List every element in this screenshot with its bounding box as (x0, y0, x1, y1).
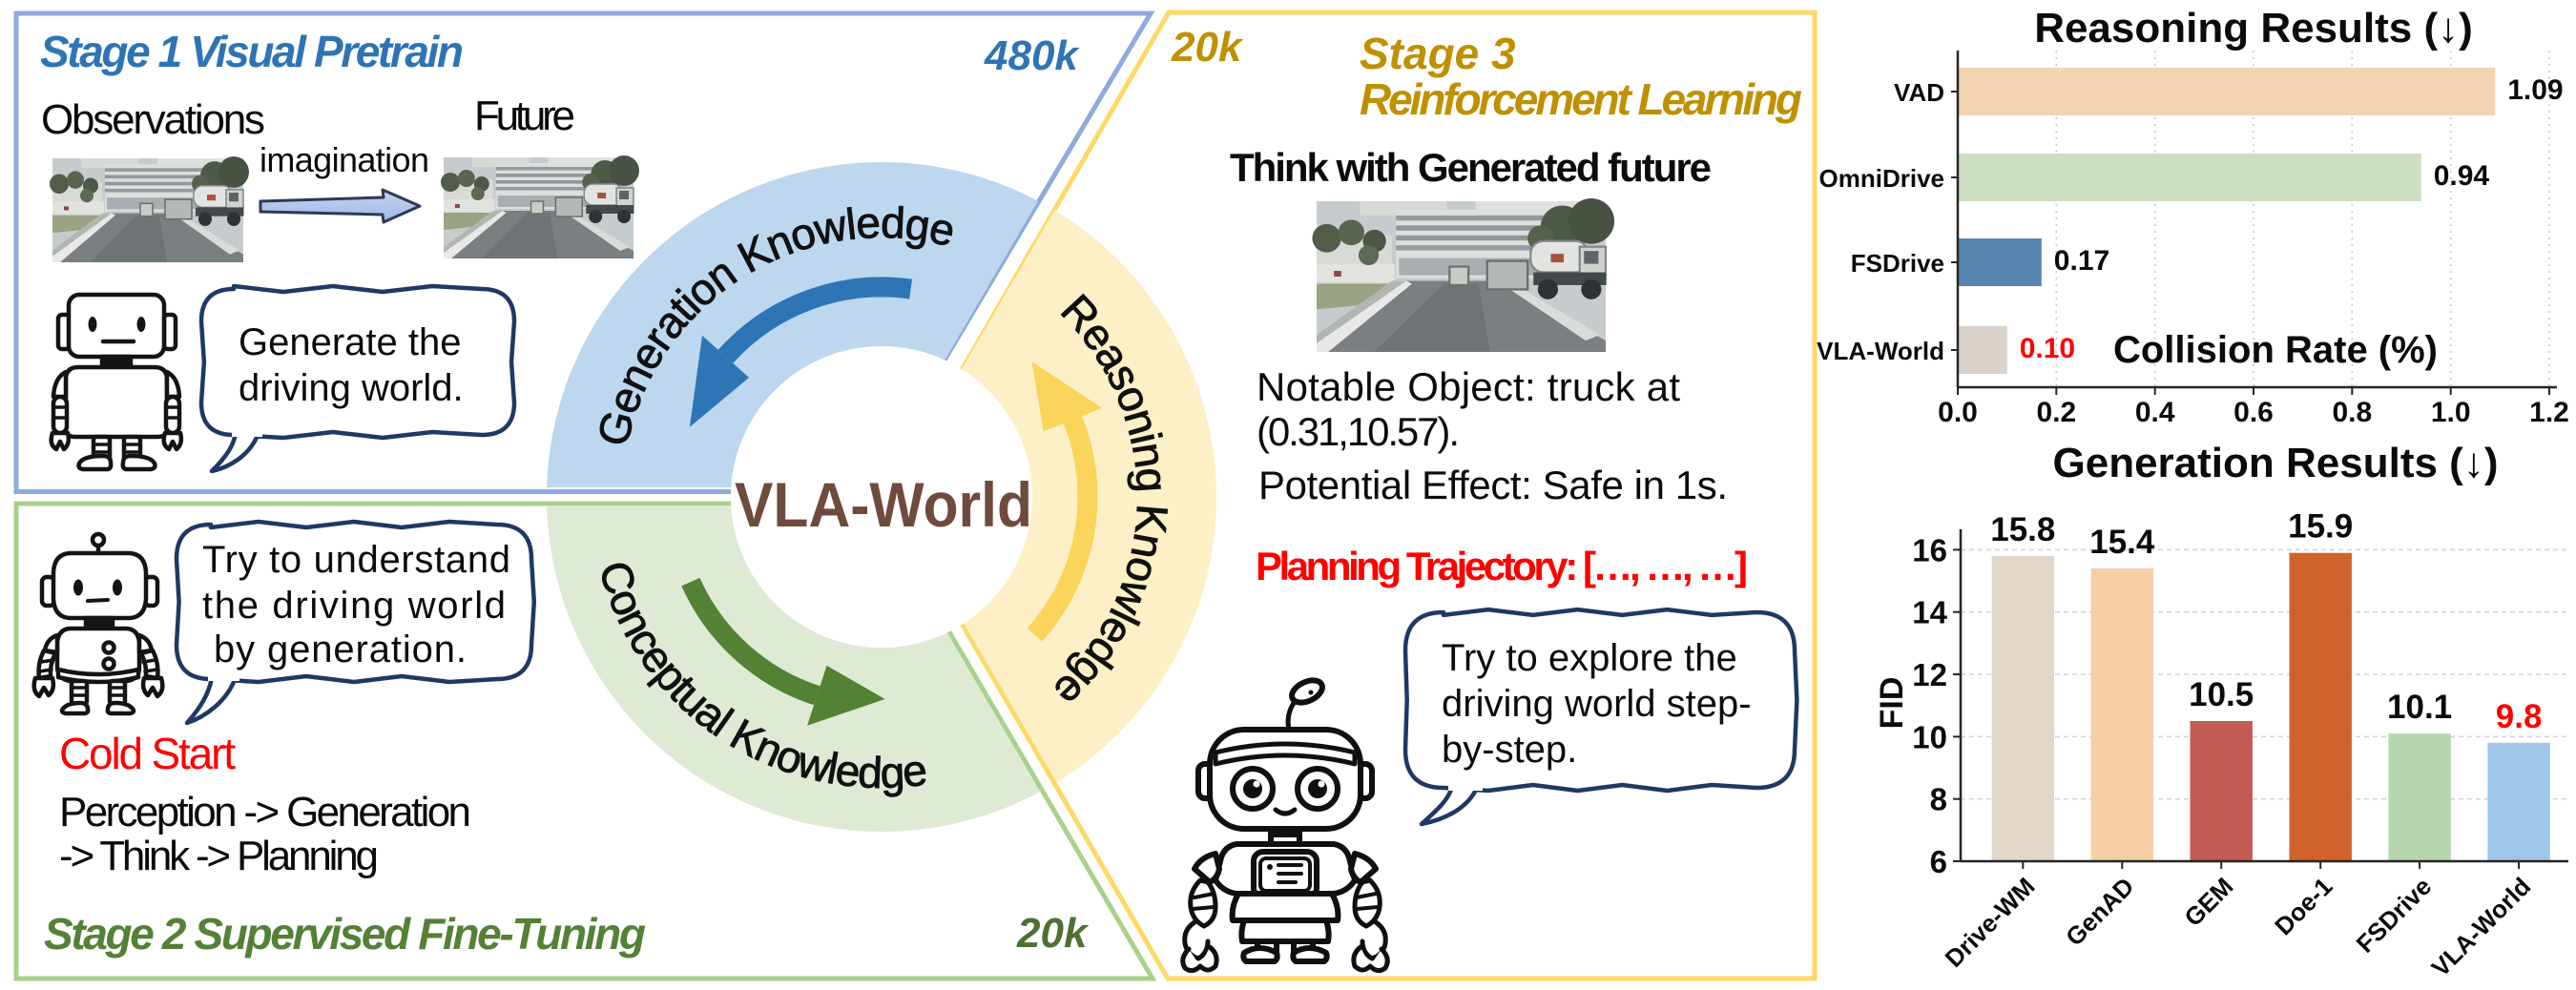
svg-text:Observations: Observations (41, 96, 265, 143)
svg-text:0.94: 0.94 (2434, 160, 2490, 192)
svg-text:VLA-World: VLA-World (1817, 337, 1944, 365)
svg-text:VLA-World: VLA-World (735, 469, 1032, 540)
svg-text:Notable Object: truck at: Notable Object: truck at (1257, 364, 1680, 409)
svg-text:15.4: 15.4 (2089, 524, 2155, 561)
svg-text:6: 6 (1930, 844, 1947, 879)
svg-text:Try to explore the: Try to explore the (1442, 637, 1737, 679)
svg-text:Reinforcement Learning: Reinforcement Learning (1360, 74, 1802, 124)
svg-text:the driving world: the driving world (202, 585, 506, 627)
svg-text:20k: 20k (1016, 910, 1090, 957)
svg-text:480k: 480k (984, 32, 1080, 79)
svg-text:0.4: 0.4 (2135, 397, 2175, 428)
svg-text:Planning Trajectory: […, …, …]: Planning Trajectory: […, …, …] (1256, 544, 1748, 588)
svg-text:driving world.: driving world. (239, 367, 464, 409)
svg-text:20k: 20k (1171, 24, 1244, 71)
svg-text:Stage 1 Visual Pretrain: Stage 1 Visual Pretrain (40, 27, 464, 76)
svg-text:FID: FID (1874, 677, 1910, 730)
svg-text:Perception -> Generation: Perception -> Generation (59, 789, 471, 835)
svg-text:1.09: 1.09 (2507, 74, 2563, 106)
svg-text:Reasoning Results (↓): Reasoning Results (↓) (2034, 5, 2473, 52)
svg-text:9.8: 9.8 (2496, 698, 2543, 735)
svg-text:15.8: 15.8 (1990, 511, 2055, 548)
svg-text:Future: Future (474, 93, 575, 139)
svg-text:8: 8 (1930, 782, 1947, 817)
svg-text:Cold Start: Cold Start (59, 729, 236, 778)
svg-text:10.5: 10.5 (2189, 676, 2254, 713)
svg-text:Stage 3: Stage 3 (1360, 29, 1516, 78)
svg-text:0.17: 0.17 (2054, 245, 2109, 277)
svg-text:Generation Results (↓): Generation Results (↓) (2053, 440, 2499, 486)
svg-text:Think with Generated future: Think with Generated future (1230, 145, 1712, 190)
svg-text:12: 12 (1912, 657, 1947, 692)
svg-text:imagination: imagination (260, 140, 429, 179)
svg-text:0.8: 0.8 (2332, 397, 2372, 428)
svg-text:10.1: 10.1 (2387, 689, 2452, 726)
svg-text:10: 10 (1912, 719, 1947, 754)
svg-text:Try to understand: Try to understand (202, 539, 510, 581)
svg-text:OmniDrive: OmniDrive (1819, 164, 1945, 193)
svg-text:14: 14 (1912, 595, 1947, 630)
svg-text:driving world step-: driving world step- (1442, 683, 1752, 725)
svg-text:0.0: 0.0 (1938, 397, 1978, 428)
svg-text:0.2: 0.2 (2036, 397, 2076, 428)
svg-text:FSDrive: FSDrive (1851, 249, 1944, 278)
svg-text:15.9: 15.9 (2288, 508, 2353, 546)
svg-text:0.6: 0.6 (2233, 397, 2274, 428)
svg-text:-> Think -> Planning: -> Think -> Planning (59, 833, 379, 879)
svg-text:0.10: 0.10 (2020, 333, 2075, 364)
svg-text:1.2: 1.2 (2529, 397, 2569, 428)
svg-text:1.0: 1.0 (2431, 397, 2471, 428)
svg-text:VAD: VAD (1894, 78, 1944, 107)
svg-text:Collision Rate (%): Collision Rate (%) (2113, 329, 2438, 371)
svg-text:Generate the: Generate the (239, 321, 462, 363)
svg-text:Stage 2 Supervised Fine-Tunin: Stage 2 Supervised Fine-Tuning (44, 909, 646, 959)
svg-text:(0.31,10.57).: (0.31,10.57). (1257, 409, 1460, 454)
svg-text:by generation.: by generation. (214, 629, 467, 670)
svg-text:16: 16 (1912, 532, 1947, 567)
svg-text:by-step.: by-step. (1442, 729, 1577, 771)
svg-text:Potential Effect: Safe in 1s.: Potential Effect: Safe in 1s. (1258, 463, 1728, 507)
